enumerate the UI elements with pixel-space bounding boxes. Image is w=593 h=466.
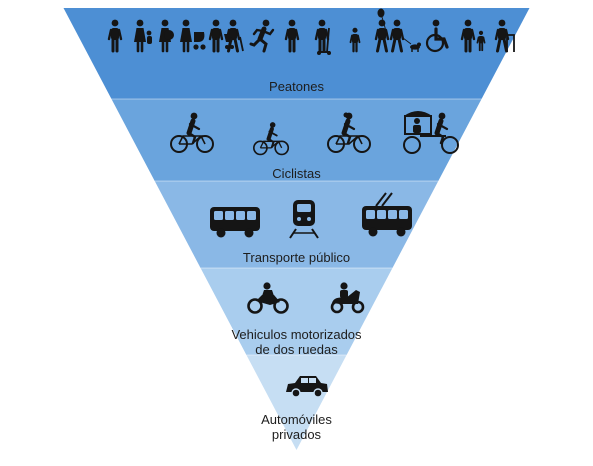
tier-label-transporte-publico: Transporte público: [242, 250, 351, 265]
cycle-rickshaw-icon: [403, 111, 459, 154]
pyramid-tier-2: [111, 99, 482, 181]
pedestrian-icon: [107, 19, 123, 53]
runner-icon: [249, 19, 275, 53]
cyclist-icon: [170, 112, 214, 153]
car-icon: [286, 376, 328, 398]
person-with-walker-icon: [494, 19, 515, 53]
woman-with-child-icon: [134, 19, 152, 53]
wheelchair-user-icon: [425, 19, 449, 53]
pyramid-tier-1: [63, 8, 530, 99]
child-cyclist-icon: [253, 122, 290, 156]
standing-person-icon: [284, 19, 300, 53]
motor-scooter-icon: [330, 282, 365, 314]
person-walking-dog-icon: [389, 19, 421, 53]
person-with-balloon-icon: [374, 8, 390, 53]
pregnant-woman-icon: [159, 19, 174, 53]
pyramid-tier-5: [246, 355, 347, 450]
tier-label-vehiculos-motorizados: Vehiculos motorizados de dos ruedas: [231, 327, 362, 357]
motorcycle-icon: [247, 282, 289, 314]
scooter-rider-icon: [314, 19, 331, 55]
elderly-person-with-cane-icon: [225, 19, 244, 53]
pyramid-tier-4: [200, 268, 393, 355]
tier-label-ciclistas: Ciclistas: [272, 166, 321, 181]
woman-cyclist-icon: [327, 112, 371, 153]
train-icon: [289, 200, 319, 239]
tier-label-automoviles-privados: Automóviles privados: [261, 412, 332, 442]
person-with-stroller-icon: [180, 19, 206, 53]
bus-icon: [210, 207, 260, 238]
tier-label-peatones: Peatones: [269, 79, 324, 94]
adult-with-child-icon: [460, 19, 486, 53]
trolleybus-icon: [362, 192, 412, 237]
child-icon: [349, 27, 361, 53]
